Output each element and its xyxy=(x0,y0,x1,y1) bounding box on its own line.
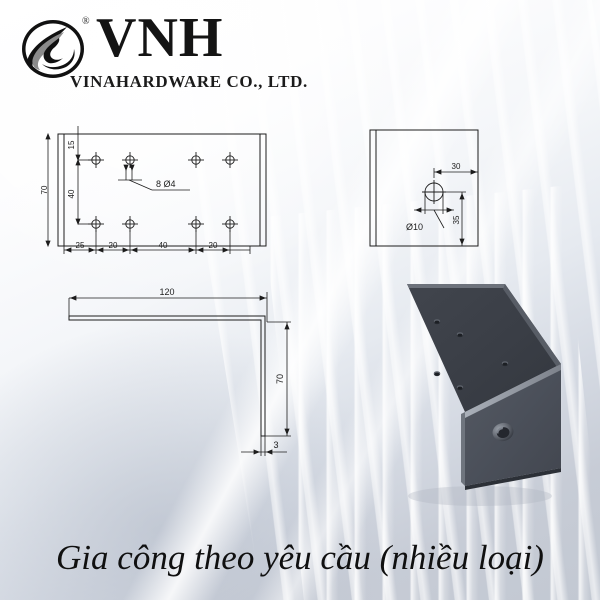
profile-section-view: 120 70 3 xyxy=(55,278,325,463)
side-plate-view: 30 35 Ø10 xyxy=(362,122,522,262)
angle-bracket-3d-render xyxy=(385,272,570,507)
dimension-label-20-left: 20 xyxy=(109,241,118,250)
brand-company-line: VINAHARDWARE CO., LTD. xyxy=(70,72,308,91)
dimension-label-thickness-3: 3 xyxy=(273,440,278,450)
dimension-label-15: 15 xyxy=(67,140,76,149)
dimension-label-height-70: 70 xyxy=(40,185,49,194)
vnh-swirl-logo-icon xyxy=(20,18,86,80)
dimension-label-40-vertical: 40 xyxy=(67,189,76,198)
dimension-label-120: 120 xyxy=(159,287,174,297)
dimension-label-40-horizontal: 40 xyxy=(159,241,168,250)
brand-wordmark: VNH xyxy=(96,7,224,69)
dimension-label-30: 30 xyxy=(452,162,461,171)
dimension-label-70-profile: 70 xyxy=(275,374,285,384)
dimension-label-20-right: 20 xyxy=(209,241,218,250)
caption-text: Gia công theo yêu cầu (nhiều loại) xyxy=(56,538,544,577)
dimension-label-25: 25 xyxy=(76,241,85,250)
callout-label-8-dia-4: 8 Ø4 xyxy=(156,179,176,189)
registered-trademark-icon: ® xyxy=(82,16,90,27)
callout-label-dia-10: Ø10 xyxy=(406,222,423,232)
dimension-label-35: 35 xyxy=(452,215,461,224)
front-plate-view: 70 15 40 xyxy=(40,120,330,265)
brand-logo-block: ® VNH VINAHARDWARE CO., LTD. xyxy=(16,8,316,100)
